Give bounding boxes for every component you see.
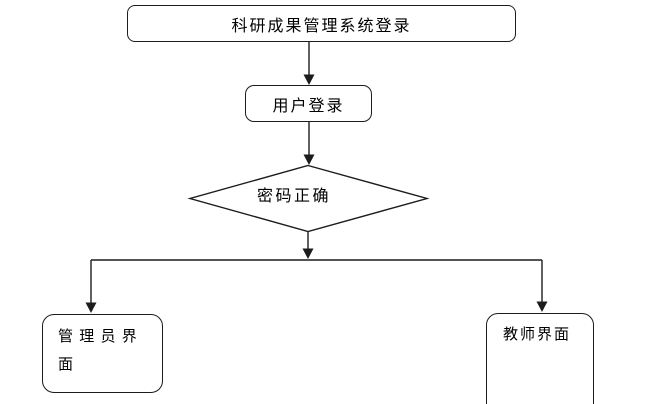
node-admin: 管 理 员 界 面: [42, 314, 163, 393]
node-login-label: 用户登录: [272, 97, 345, 115]
arrowhead-into-admin: [85, 302, 97, 313]
node-teacher: 教师界面: [486, 313, 594, 404]
node-teacher-label: 教师界面: [503, 327, 572, 343]
node-start-label: 科研成果管理系统登录: [231, 17, 412, 35]
node-login: 用户登录: [245, 85, 372, 122]
node-start: 科研成果管理系统登录: [127, 5, 516, 42]
arrowhead-into-login: [303, 74, 315, 85]
node-decision-label: 密码正确: [256, 188, 331, 205]
arrowhead-into-teacher: [536, 301, 548, 312]
arrowhead-into-decision: [303, 154, 315, 165]
node-admin-label-line2: 面: [58, 357, 74, 373]
arrowhead-into-branch-line: [302, 248, 314, 259]
node-admin-label-line1: 管 理 员 界: [58, 329, 137, 345]
